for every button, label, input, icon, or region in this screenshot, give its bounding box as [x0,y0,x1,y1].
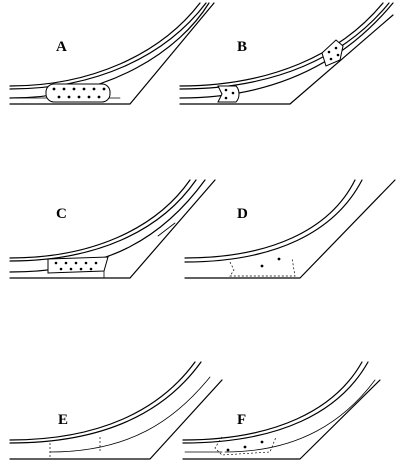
base-line [9,379,223,460]
inner-curve [9,2,210,99]
outer-curve [184,179,356,259]
panel-label-d: D [237,206,248,222]
outer-curve-inner [184,179,363,263]
base-line [9,2,215,105]
panel-d: D [184,179,396,279]
outer-curve-inner [9,2,207,90]
outer-curve [182,361,363,441]
gusset-outline [214,436,277,456]
outer-curve [9,361,196,441]
gusset-plate [47,256,109,274]
inner-curve [224,379,376,453]
rivets [226,440,264,452]
gusset-outline [229,257,296,277]
panel-f: F [182,361,381,460]
outer-curve-inner [9,361,202,444]
outer-curve [9,179,191,259]
outer-curve-inner [9,179,197,262]
panel-label-f: F [237,412,246,428]
panel-label-a: A [56,39,67,55]
rivets [52,87,106,99]
base-line [179,14,394,105]
outer-curve [9,2,201,87]
base-line [9,179,216,279]
outer-curve-inner [182,361,369,444]
inner-curve [9,179,206,273]
panel-label-b: B [237,39,247,55]
inner-curve [179,2,394,99]
outer-curve-inner [179,2,390,90]
panel-a: A [9,2,215,105]
inner-curve [49,376,211,453]
panel-c: C [9,179,216,279]
panel-e: E [9,361,223,460]
panel-label-c: C [56,206,67,222]
rivets [54,261,98,271]
gusset-plate [45,83,111,103]
rivets [260,257,281,268]
panel-b: B [179,2,394,105]
rivets [224,46,340,100]
base-line [182,379,381,460]
base-line [184,179,396,279]
gusset-plate-lower [217,85,240,103]
panel-label-e: E [58,412,68,428]
gusset-plate-upper [321,39,344,67]
outer-curve [179,2,384,87]
splice-line [157,222,176,237]
